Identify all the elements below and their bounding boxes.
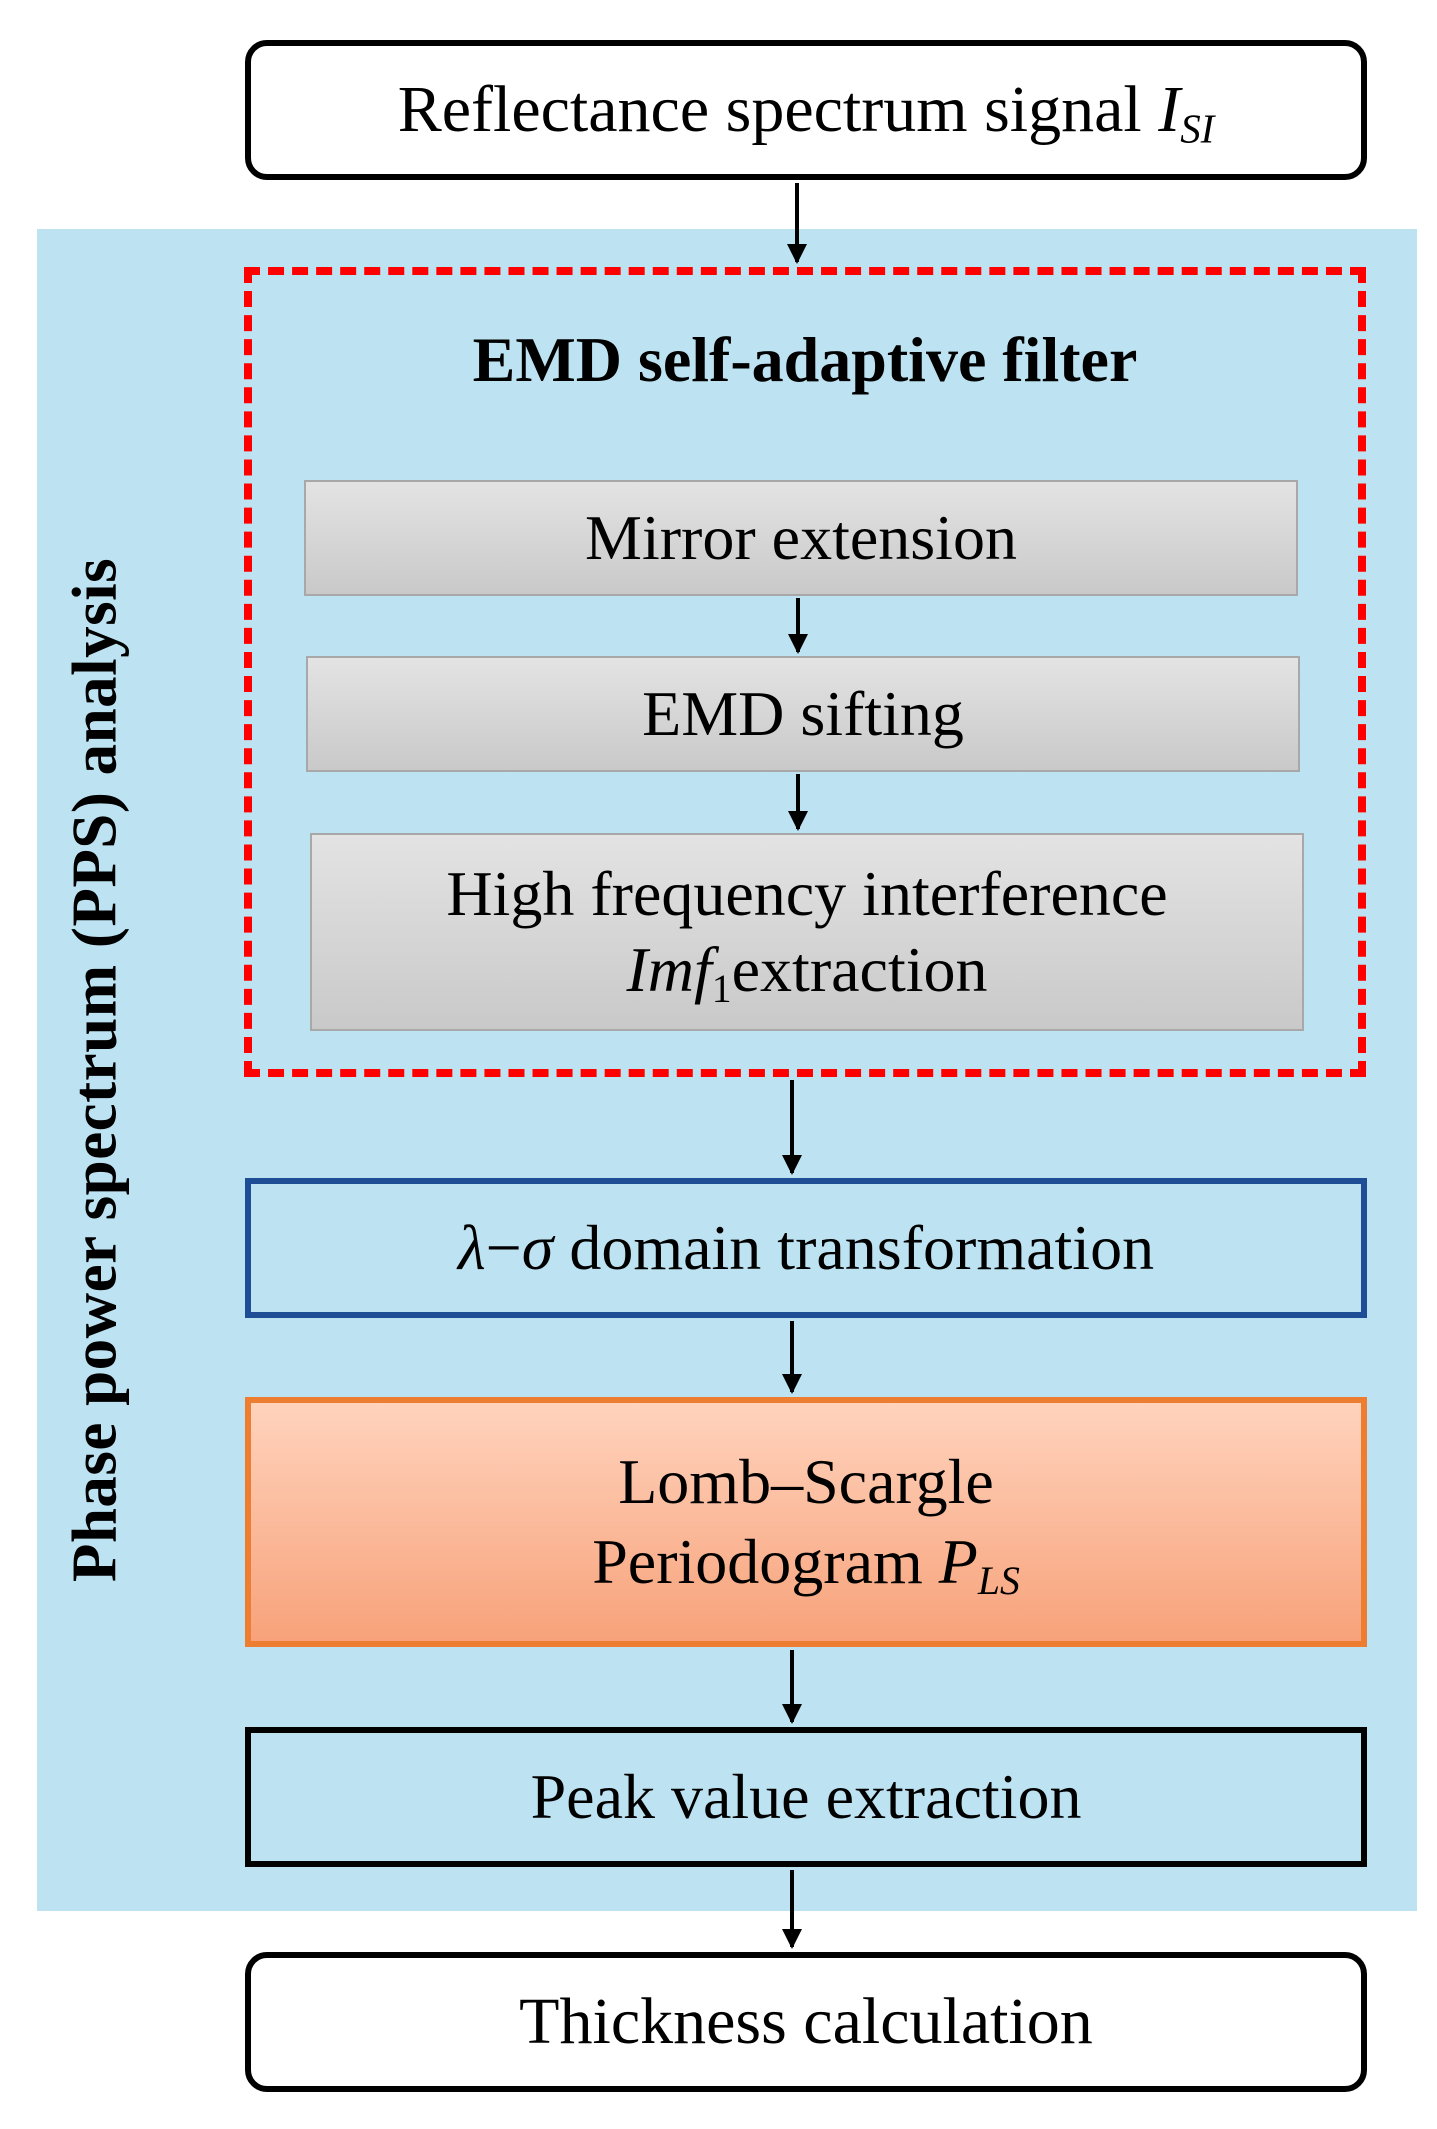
emd-filter-title: EMD self-adaptive filter <box>472 324 1138 395</box>
thickness-calculation-box: Thickness calculation <box>245 1952 1367 2092</box>
input-signal-text: Reflectance spectrum signal ISI <box>397 73 1215 152</box>
lomb-scargle-box: Lomb–Scargle Periodogram PLS <box>245 1397 1367 1647</box>
imf-extraction-line2: Imf1extraction <box>626 934 988 1012</box>
domain-transformation-box: λ−σ domain transformation <box>245 1178 1367 1318</box>
emd-sifting-step: EMD sifting <box>306 656 1300 772</box>
mirror-extension-step: Mirror extension <box>304 480 1298 596</box>
emd-filter-group <box>244 267 1366 1077</box>
lomb-scargle-line2: Periodogram PLS <box>592 1526 1020 1604</box>
peak-value-box: Peak value extraction <box>245 1727 1367 1867</box>
domain-transformation-text: λ−σ domain transformation <box>457 1212 1155 1283</box>
imf-extraction-step: High frequency interference Imf1extracti… <box>310 833 1304 1031</box>
lomb-scargle-line1: Lomb–Scargle <box>618 1446 994 1517</box>
imf-extraction-line1: High frequency interference <box>446 858 1168 930</box>
input-signal-box: Reflectance spectrum signal ISI <box>245 40 1367 180</box>
